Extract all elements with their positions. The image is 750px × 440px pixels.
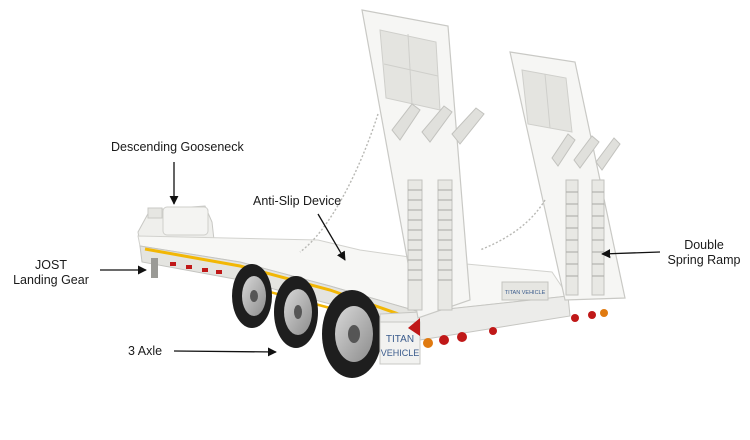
label-jost-line1: JOST [35, 258, 67, 272]
lamp [439, 335, 449, 345]
arrow-spring-ramp [601, 249, 661, 259]
gooseneck [137, 205, 215, 245]
label-double-line1: Double [684, 238, 724, 252]
axle-1 [232, 264, 272, 328]
rear-plate-line1: TITAN [386, 334, 414, 345]
rear-plate-line2: VEHICLE [381, 348, 420, 358]
arrow-anti-slip [317, 213, 346, 261]
lamp [571, 314, 579, 322]
lamp [588, 311, 596, 319]
side-lamps [170, 262, 222, 274]
chain-left [299, 113, 379, 253]
label-descending-gooseneck: Descending Gooseneck [111, 140, 244, 154]
landing-gear [151, 258, 158, 278]
label-3-axle: 3 Axle [128, 344, 163, 358]
ramp-right [509, 51, 626, 301]
axle-2 [274, 276, 318, 348]
label-jost-landing-gear: JOST Landing Gear [6, 258, 96, 288]
axle-3 [322, 290, 382, 378]
label-anti-slip-device: Anti-Slip Device [253, 194, 342, 208]
ramp-left [361, 9, 485, 319]
lamp [600, 309, 608, 317]
lamp [489, 327, 497, 335]
lamp [423, 338, 433, 348]
label-double-spring-ramp: Double Spring Ramp [660, 238, 748, 268]
rear-badge: TITAN VEHICLE [505, 290, 546, 296]
label-jost-line2: Landing Gear [13, 273, 89, 287]
chain-right [479, 199, 546, 251]
rear-end: TITAN VEHICLE TITAN VEHICLE [379, 281, 608, 365]
lamp [457, 332, 467, 342]
arrow-axle [173, 347, 277, 357]
label-double-line2: Spring Ramp [667, 253, 741, 267]
